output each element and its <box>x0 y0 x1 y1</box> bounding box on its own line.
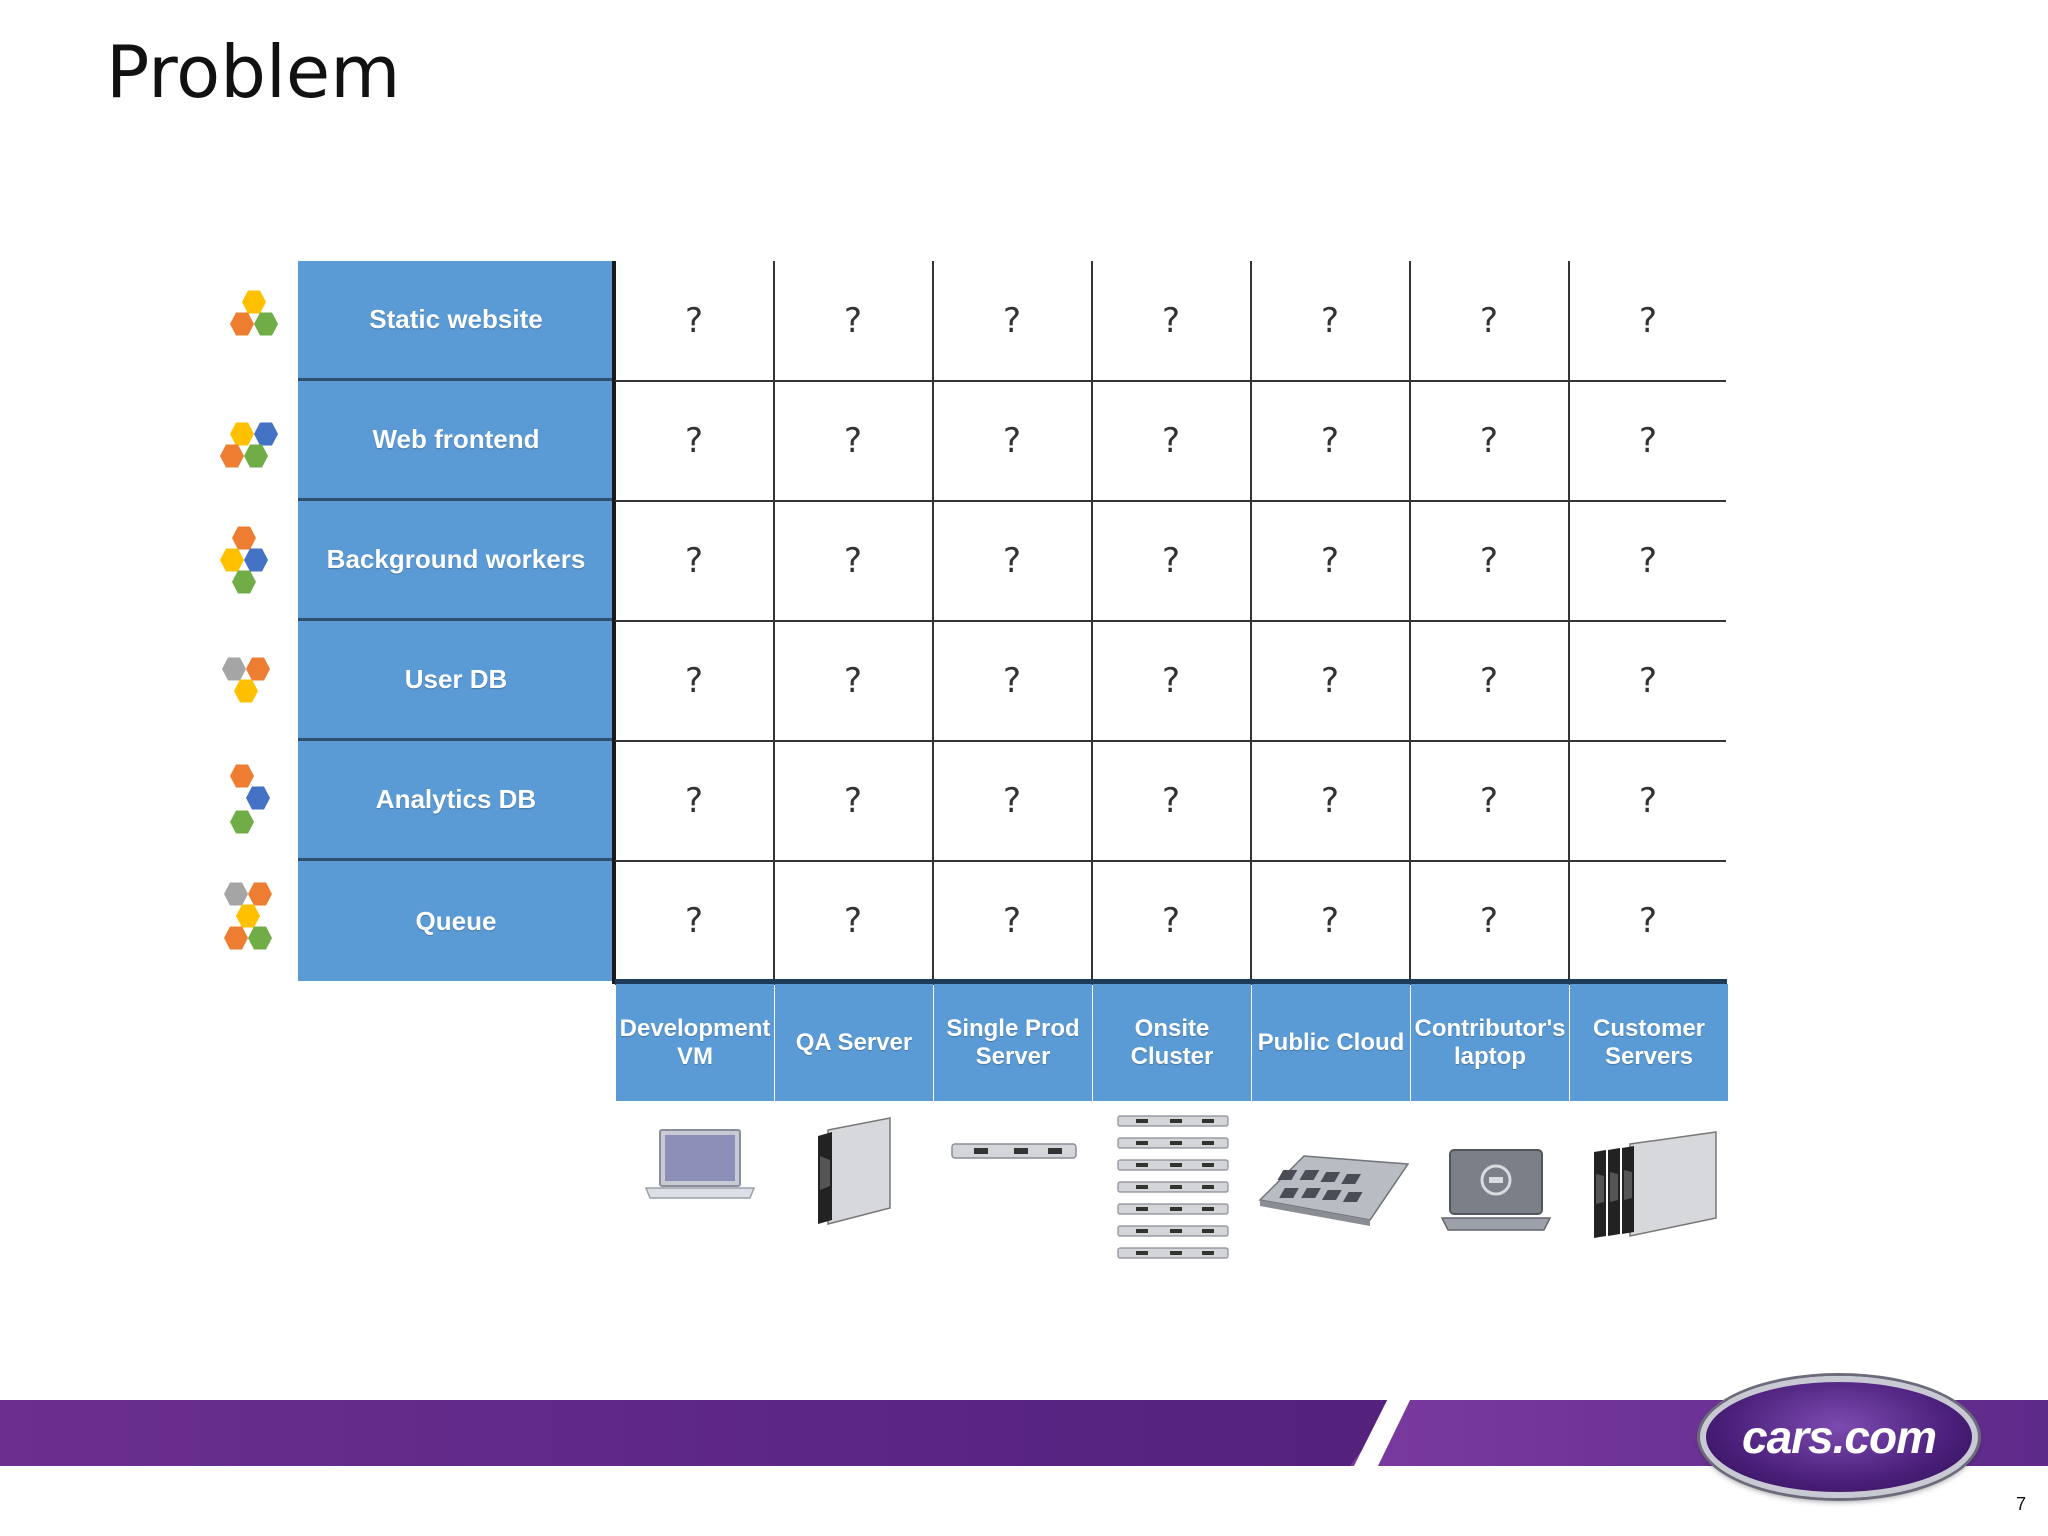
col-header-public-cloud: Public Cloud <box>1252 984 1410 1101</box>
col-header-development-vm: Development VM <box>616 984 774 1101</box>
grid-cell: ? <box>1002 541 1022 581</box>
grid-cell: ? <box>1161 421 1181 461</box>
col-header-contributors-laptop: Contributor's laptop <box>1411 984 1569 1101</box>
grid-cell: ? <box>1320 541 1340 581</box>
grid-cell: ? <box>1479 661 1499 701</box>
col-header-label: Customer Servers <box>1592 1014 1706 1070</box>
grid-cell: ? <box>1638 301 1658 341</box>
grid-cell: ? <box>1002 421 1022 461</box>
grid-cell: ? <box>1161 661 1181 701</box>
grid-cell: ? <box>1161 781 1181 821</box>
grid-cell: ? <box>1479 421 1499 461</box>
page-number: 7 <box>2015 1494 2026 1514</box>
slide-title: Problem <box>106 30 401 114</box>
grid-cell: ? <box>684 541 704 581</box>
grid-cell: ? <box>1320 661 1340 701</box>
grid-cell: ? <box>1320 421 1340 461</box>
grid-cell: ? <box>1161 541 1181 581</box>
row-label-background-workers: Background workers <box>298 501 614 621</box>
col-header-label: QA Server <box>795 1028 913 1056</box>
grid-cell: ? <box>1320 781 1340 821</box>
col-header-label: Public Cloud <box>1257 1028 1405 1056</box>
grid-cell: ? <box>1002 781 1022 821</box>
grid-cell: ? <box>1638 781 1658 821</box>
grid-horizontal-line <box>615 620 1726 622</box>
blade-server-icon <box>818 1117 891 1225</box>
row-label-queue: Queue <box>298 861 614 981</box>
hexagon-cluster-icon <box>220 655 292 745</box>
grid-cell: ? <box>1002 661 1022 701</box>
col-header-single-prod-server: Single Prod Server <box>934 984 1092 1101</box>
grid-cell: ? <box>1638 901 1658 941</box>
blade-chassis-icon <box>1594 1131 1717 1238</box>
hexagon-cluster-icon <box>220 880 292 970</box>
grid-horizontal-line <box>615 860 1726 862</box>
col-header-customer-servers: Customer Servers <box>1570 984 1728 1101</box>
col-header-qa-server: QA Server <box>775 984 933 1101</box>
cloud-board-icon <box>1258 1155 1410 1226</box>
row-label-user-db: User DB <box>298 621 614 741</box>
hexagon-cluster-icon <box>216 522 288 612</box>
grid-cell: ? <box>1638 661 1658 701</box>
cars-com-logo: cars.com <box>1700 1376 1978 1498</box>
grid-cell: ? <box>843 541 863 581</box>
grid-cell: ? <box>1320 901 1340 941</box>
logo-text: cars.com <box>1741 1411 1937 1463</box>
laptop-icon <box>644 1129 756 1199</box>
col-header-label: Development VM <box>619 1014 771 1070</box>
grid-cell: ? <box>843 661 863 701</box>
col-header-label: Contributor's laptop <box>1414 1014 1566 1070</box>
dell-laptop-icon <box>1440 1149 1552 1231</box>
col-header-label: Onsite Cluster <box>1130 1014 1214 1070</box>
hexagon-cluster-icon <box>222 288 294 378</box>
grid-cell: ? <box>843 421 863 461</box>
grid-cell: ? <box>1161 901 1181 941</box>
grid-cell: ? <box>684 421 704 461</box>
grid-horizontal-line <box>615 740 1726 742</box>
label-column-edge <box>612 261 616 984</box>
grid-cell: ? <box>1638 541 1658 581</box>
grid-cell: ? <box>1638 421 1658 461</box>
hexagon-cluster-icon <box>226 762 298 852</box>
row-label-web-frontend: Web frontend <box>298 381 614 501</box>
grid-cell: ? <box>843 901 863 941</box>
grid-cell: ? <box>1161 301 1181 341</box>
grid-cell: ? <box>684 661 704 701</box>
grid-cell: ? <box>684 901 704 941</box>
grid-cell: ? <box>1479 541 1499 581</box>
grid-horizontal-line <box>615 380 1726 382</box>
row-label-analytics-db: Analytics DB <box>298 741 614 861</box>
grid-cell: ? <box>1479 901 1499 941</box>
grid-cell: ? <box>684 301 704 341</box>
col-header-label: Single Prod Server <box>946 1014 1080 1070</box>
grid-cell: ? <box>1320 301 1340 341</box>
hexagon-cluster-icon <box>216 420 288 510</box>
rack-server-icon <box>951 1143 1077 1159</box>
grid-cell: ? <box>1002 901 1022 941</box>
grid-cell: ? <box>843 301 863 341</box>
grid-cell: ? <box>1002 301 1022 341</box>
grid-cell: ? <box>1479 301 1499 341</box>
grid-horizontal-line <box>615 500 1726 502</box>
grid-cell: ? <box>843 781 863 821</box>
row-label-static-website: Static website <box>298 261 614 381</box>
col-header-onsite-cluster: Onsite Cluster <box>1093 984 1251 1101</box>
grid-cell: ? <box>684 781 704 821</box>
grid-cell: ? <box>1479 781 1499 821</box>
grid-bottom-border <box>615 979 1727 985</box>
server-cluster-icon <box>1117 1115 1229 1259</box>
